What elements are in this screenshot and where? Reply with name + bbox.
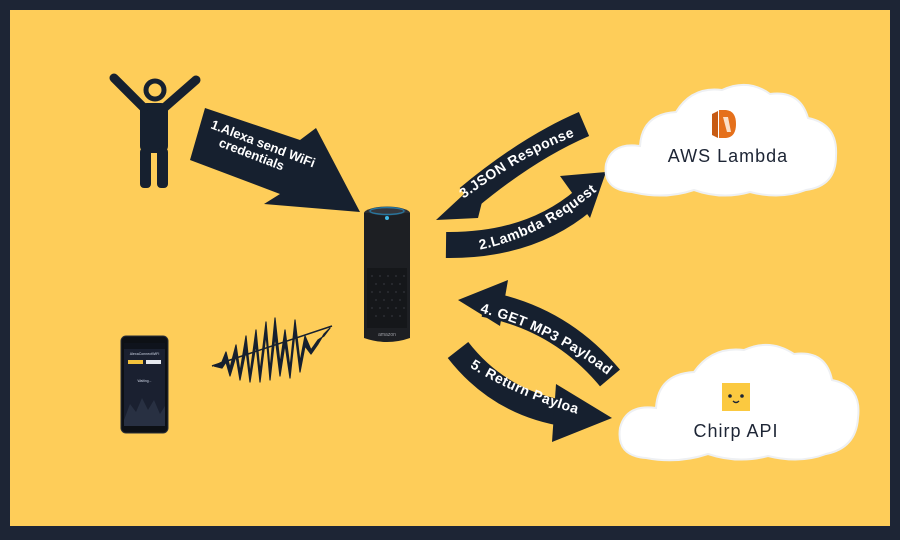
chirp-api-label: Chirp API: [693, 421, 778, 441]
aws-lambda-icon: [712, 110, 736, 138]
phone-screen-status: Waiting...: [137, 379, 151, 383]
smartphone-icon: AlexaConnectWiFi Waiting...: [120, 335, 169, 434]
step-5-label: 5. Return Payload: [0, 0, 581, 417]
sound-wave-icon: [211, 317, 333, 383]
aws-lambda-label: AWS Lambda: [668, 146, 788, 166]
cloud-shape: [604, 83, 838, 197]
arrow-step-1: 1.Alexa send WiFi credentials: [190, 108, 360, 212]
person-icon: [109, 73, 201, 188]
chirp-logo-icon: [722, 383, 750, 411]
phone-screen-title: AlexaConnectWiFi: [130, 352, 160, 356]
aws-lambda-cloud: [604, 83, 838, 197]
chirp-api-cloud: [618, 343, 860, 462]
echo-brand-text: amazon: [378, 332, 396, 338]
amazon-echo-icon: amazon: [364, 206, 410, 342]
arrow-step-5: 5. Return Payload: [0, 0, 612, 442]
step-3-label: 3.JSON Response: [456, 124, 576, 201]
